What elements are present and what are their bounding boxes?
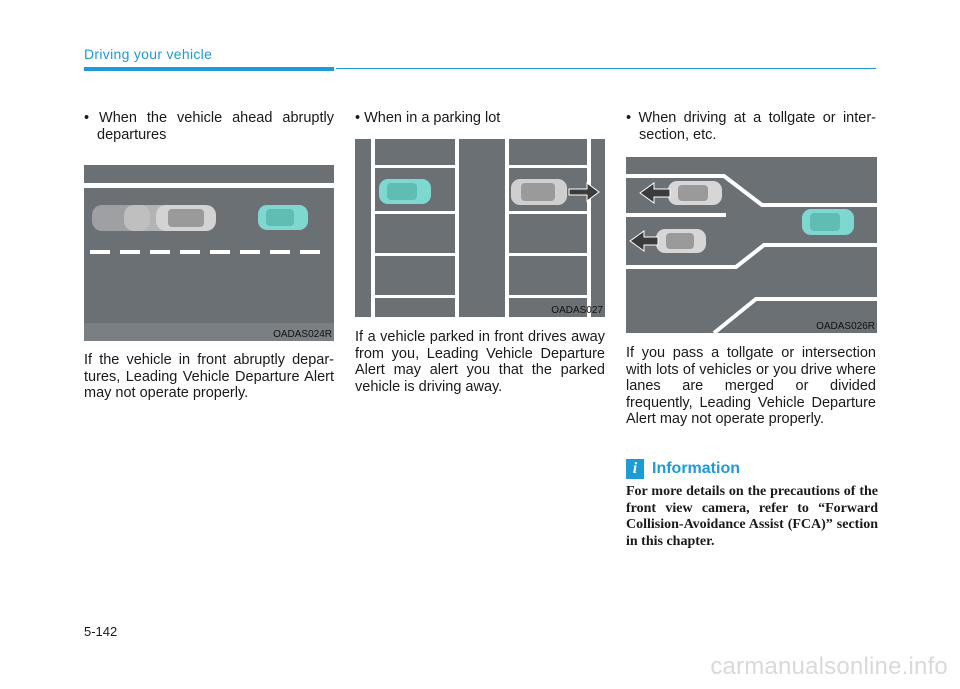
information-heading: i Information xyxy=(626,458,740,480)
bullet-text-2: • When in a parking lot xyxy=(355,110,501,126)
body-text-3: If you pass a tollgate or intersection w… xyxy=(626,345,876,427)
figure-vehicle-ahead-departs: OADAS024R xyxy=(84,165,334,341)
figure-illustration xyxy=(355,139,605,317)
figure-illustration xyxy=(84,165,334,341)
bullet-text-3: • When driving at a tollgate or inter-se… xyxy=(626,110,876,143)
figure-code: OADAS026R xyxy=(816,321,875,332)
watermark: carmanualsonline.info xyxy=(710,653,948,680)
section-title: Driving your vehicle xyxy=(84,46,213,62)
information-body: For more details on the precautions of t… xyxy=(626,484,878,549)
page-number: 5-142 xyxy=(84,624,118,639)
bullet-text-1: • When the vehicle ahead abruptly depart… xyxy=(84,110,334,143)
column-1: • When the vehicle ahead abruptly depart… xyxy=(84,110,334,402)
body-text-1: If the vehicle in front abruptly depar-t… xyxy=(84,352,334,401)
column-3: • When driving at a tollgate or inter-se… xyxy=(626,110,877,428)
header-rule-thick xyxy=(84,67,334,71)
info-icon: i xyxy=(626,459,644,479)
body-text-2: If a vehicle parked in front drives away… xyxy=(355,329,605,395)
column-2: • When in a parking lot xyxy=(355,110,605,395)
figure-parking-lot: OADAS027 xyxy=(355,139,605,317)
figure-code: OADAS024R xyxy=(273,329,332,340)
header-rule-thin xyxy=(336,68,876,69)
figure-illustration xyxy=(626,157,877,333)
figure-tollgate-intersection: OADAS026R xyxy=(626,157,877,333)
information-title: Information xyxy=(652,460,740,477)
figure-code: OADAS027 xyxy=(551,305,603,316)
